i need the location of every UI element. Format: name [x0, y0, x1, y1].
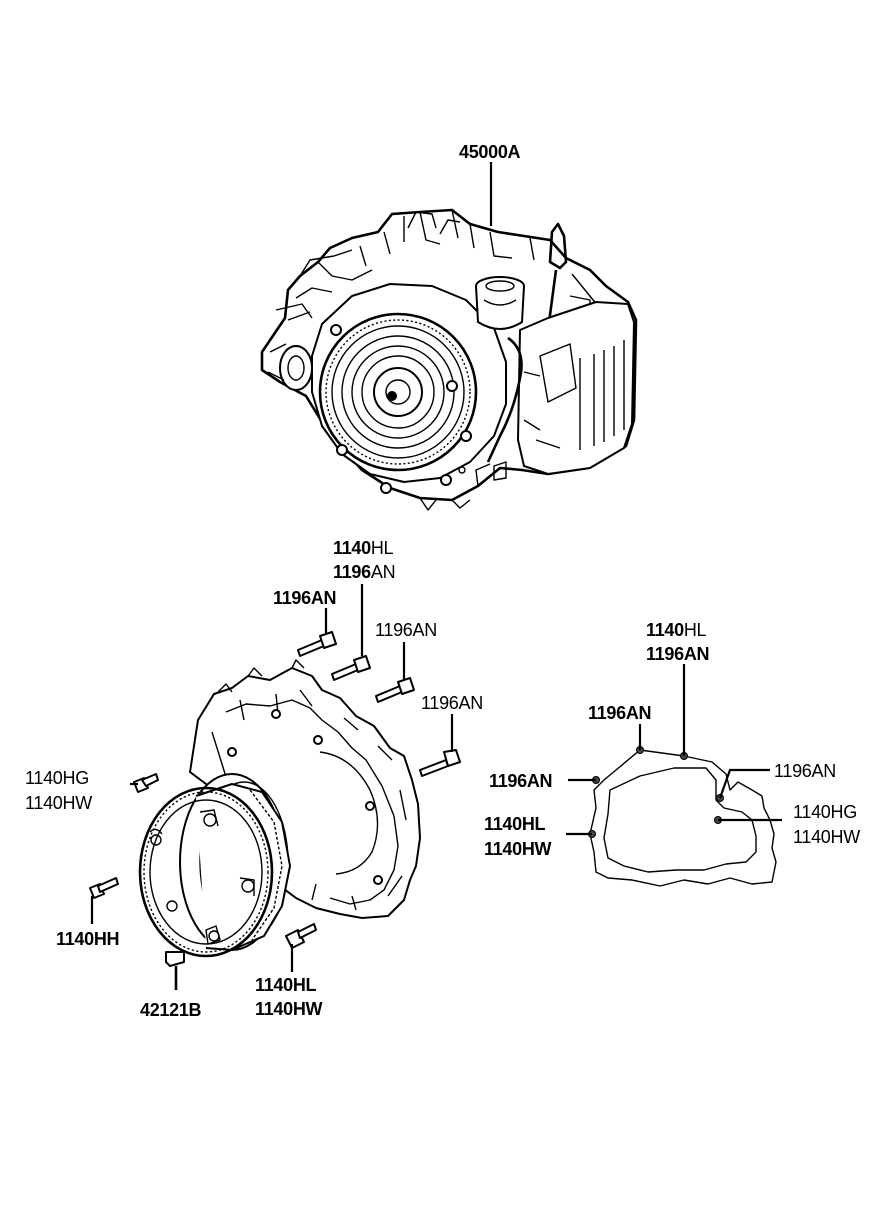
part-label-housing-bottom-1[interactable]: 1140HL: [255, 975, 317, 995]
part-label-cover-left[interactable]: 1196AN: [489, 771, 553, 791]
bolt-housing-top-a[interactable]: [297, 631, 337, 657]
drive-plate[interactable]: [138, 773, 291, 958]
part-label-cover-left-lower-2[interactable]: 1140HW: [484, 839, 552, 859]
part-label-cover-right-lower-1[interactable]: 1140HG: [793, 802, 857, 822]
bolt-housing-top-b[interactable]: [331, 655, 371, 681]
part-label-housing-mid[interactable]: 1196AN: [375, 620, 437, 640]
part-label-drive-plate-plug[interactable]: 42121B: [140, 1000, 202, 1020]
bolt-drive-plate-lower[interactable]: [89, 877, 119, 899]
part-label-cover-right-lower-2[interactable]: 1140HW: [793, 827, 861, 847]
part-code-transaxle[interactable]: 45000A: [459, 142, 521, 162]
part-label-housing-top-b-line2[interactable]: 1196AN: [333, 562, 396, 582]
transaxle-assembly[interactable]: [260, 208, 638, 511]
part-label-housing-right[interactable]: 1196AN: [421, 693, 483, 713]
part-label-cover-right-top[interactable]: 1196AN: [774, 761, 836, 781]
part-label-cover-top-left[interactable]: 1196AN: [588, 703, 652, 723]
bolt-housing-mid[interactable]: [375, 677, 415, 703]
side-cover-outline[interactable]: [588, 746, 777, 887]
plug-drive-plate[interactable]: [165, 951, 185, 990]
bolt-housing-right[interactable]: [419, 749, 461, 777]
part-label-drive-plate-left-1[interactable]: 1140HG: [25, 768, 89, 788]
part-label-drive-plate-left-2[interactable]: 1140HW: [25, 793, 93, 813]
part-label-housing-top-a[interactable]: 1196AN: [273, 588, 337, 608]
part-label-cover-top-2[interactable]: 1196AN: [646, 644, 710, 664]
bolt-drive-plate-left[interactable]: [133, 773, 159, 793]
part-label-drive-plate-lower[interactable]: 1140HH: [56, 929, 120, 949]
leader-line-cover-right-top: [718, 768, 770, 799]
part-label-cover-left-lower-1[interactable]: 1140HL: [484, 814, 546, 834]
part-label-cover-top-1[interactable]: 1140HL: [646, 620, 707, 640]
bolt-housing-bottom[interactable]: [285, 923, 317, 949]
part-label-housing-bottom-2[interactable]: 1140HW: [255, 999, 323, 1019]
part-label-housing-top-b[interactable]: 1140HL: [333, 538, 394, 558]
